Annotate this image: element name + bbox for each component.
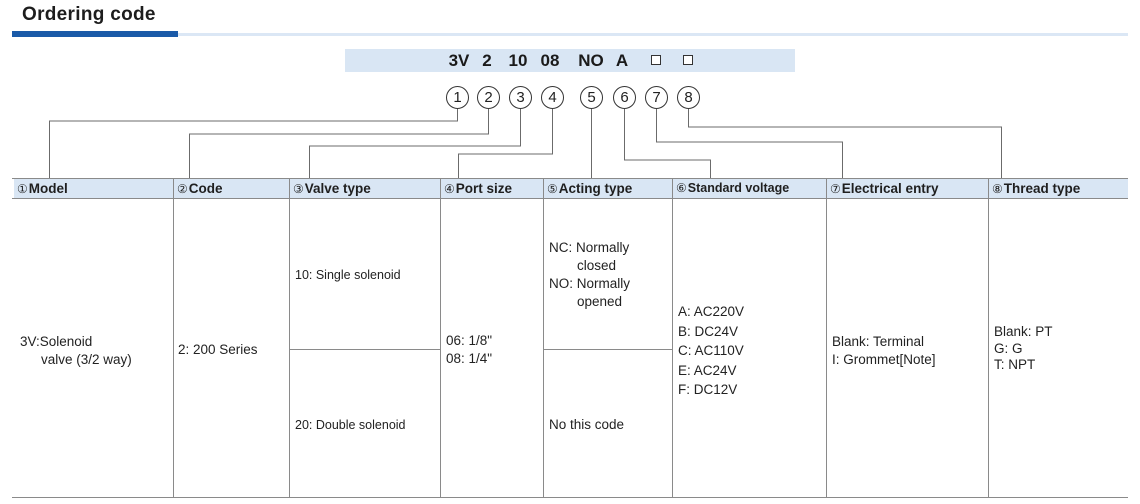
code-number-5: 5 xyxy=(580,86,603,109)
cell-voltage: A: AC220V B: DC24V C: AC110V E: AC24V F:… xyxy=(678,304,745,397)
code-number-6: 6 xyxy=(613,86,636,109)
cell-acting-normal: NC: Normally closed NO: Normally opened xyxy=(549,240,631,309)
cell-electrical: Blank: Terminal I: Grommet[Note] xyxy=(832,334,936,367)
cell-code: 2: 200 Series xyxy=(178,342,258,357)
code-number-3: 3 xyxy=(509,86,532,109)
cell-valve-single: 10: Single solenoid xyxy=(295,268,401,282)
code-segment-valve-type: 10 xyxy=(508,51,528,70)
connector-8 xyxy=(688,109,1002,179)
code-placeholder-electrical xyxy=(651,55,661,65)
code-segment-acting-type: NO xyxy=(578,51,604,70)
header-valve-type: ③Valve type xyxy=(290,179,440,198)
cell-valve-double: 20: Double solenoid xyxy=(295,418,406,432)
code-placeholder-thread xyxy=(683,55,693,65)
connector-1 xyxy=(49,109,458,179)
connector-6 xyxy=(624,109,711,179)
connector-2 xyxy=(189,109,489,179)
cell-model: 3V:Solenoid valve (3/2 way) xyxy=(20,334,132,367)
header-thread-type: ⑧Thread type xyxy=(989,179,1128,198)
code-segment-voltage: A xyxy=(615,51,629,70)
connector-4 xyxy=(458,109,553,179)
cell-thread: Blank: PT G: G T: NPT xyxy=(994,324,1053,372)
code-number-4: 4 xyxy=(541,86,564,109)
code-number-7: 7 xyxy=(645,86,668,109)
page-title: Ordering code xyxy=(22,4,156,25)
code-number-2: 2 xyxy=(477,86,500,109)
header-model: ①Model xyxy=(14,179,173,198)
code-segment-code: 2 xyxy=(482,51,492,70)
cell-port-size: 06: 1/8" 08: 1/4" xyxy=(446,333,493,366)
header-standard-voltage: ⑥Standard voltage xyxy=(673,179,826,198)
connector-3 xyxy=(309,109,521,179)
header-acting-type: ⑤Acting type xyxy=(544,179,672,198)
code-number-1: 1 xyxy=(446,86,469,109)
header-port-size: ④Port size xyxy=(441,179,543,198)
title-underline-accent xyxy=(12,31,178,37)
code-strip xyxy=(345,49,795,72)
cell-acting-none: No this code xyxy=(549,417,625,432)
code-number-8: 8 xyxy=(677,86,700,109)
header-code: ②Code xyxy=(174,179,289,198)
connector-7 xyxy=(656,109,843,179)
header-electrical-entry: ⑦Electrical entry xyxy=(827,179,988,198)
code-segment-model: 3V xyxy=(448,51,470,70)
code-segment-port-size: 08 xyxy=(540,51,560,70)
title-underline xyxy=(178,33,1128,36)
